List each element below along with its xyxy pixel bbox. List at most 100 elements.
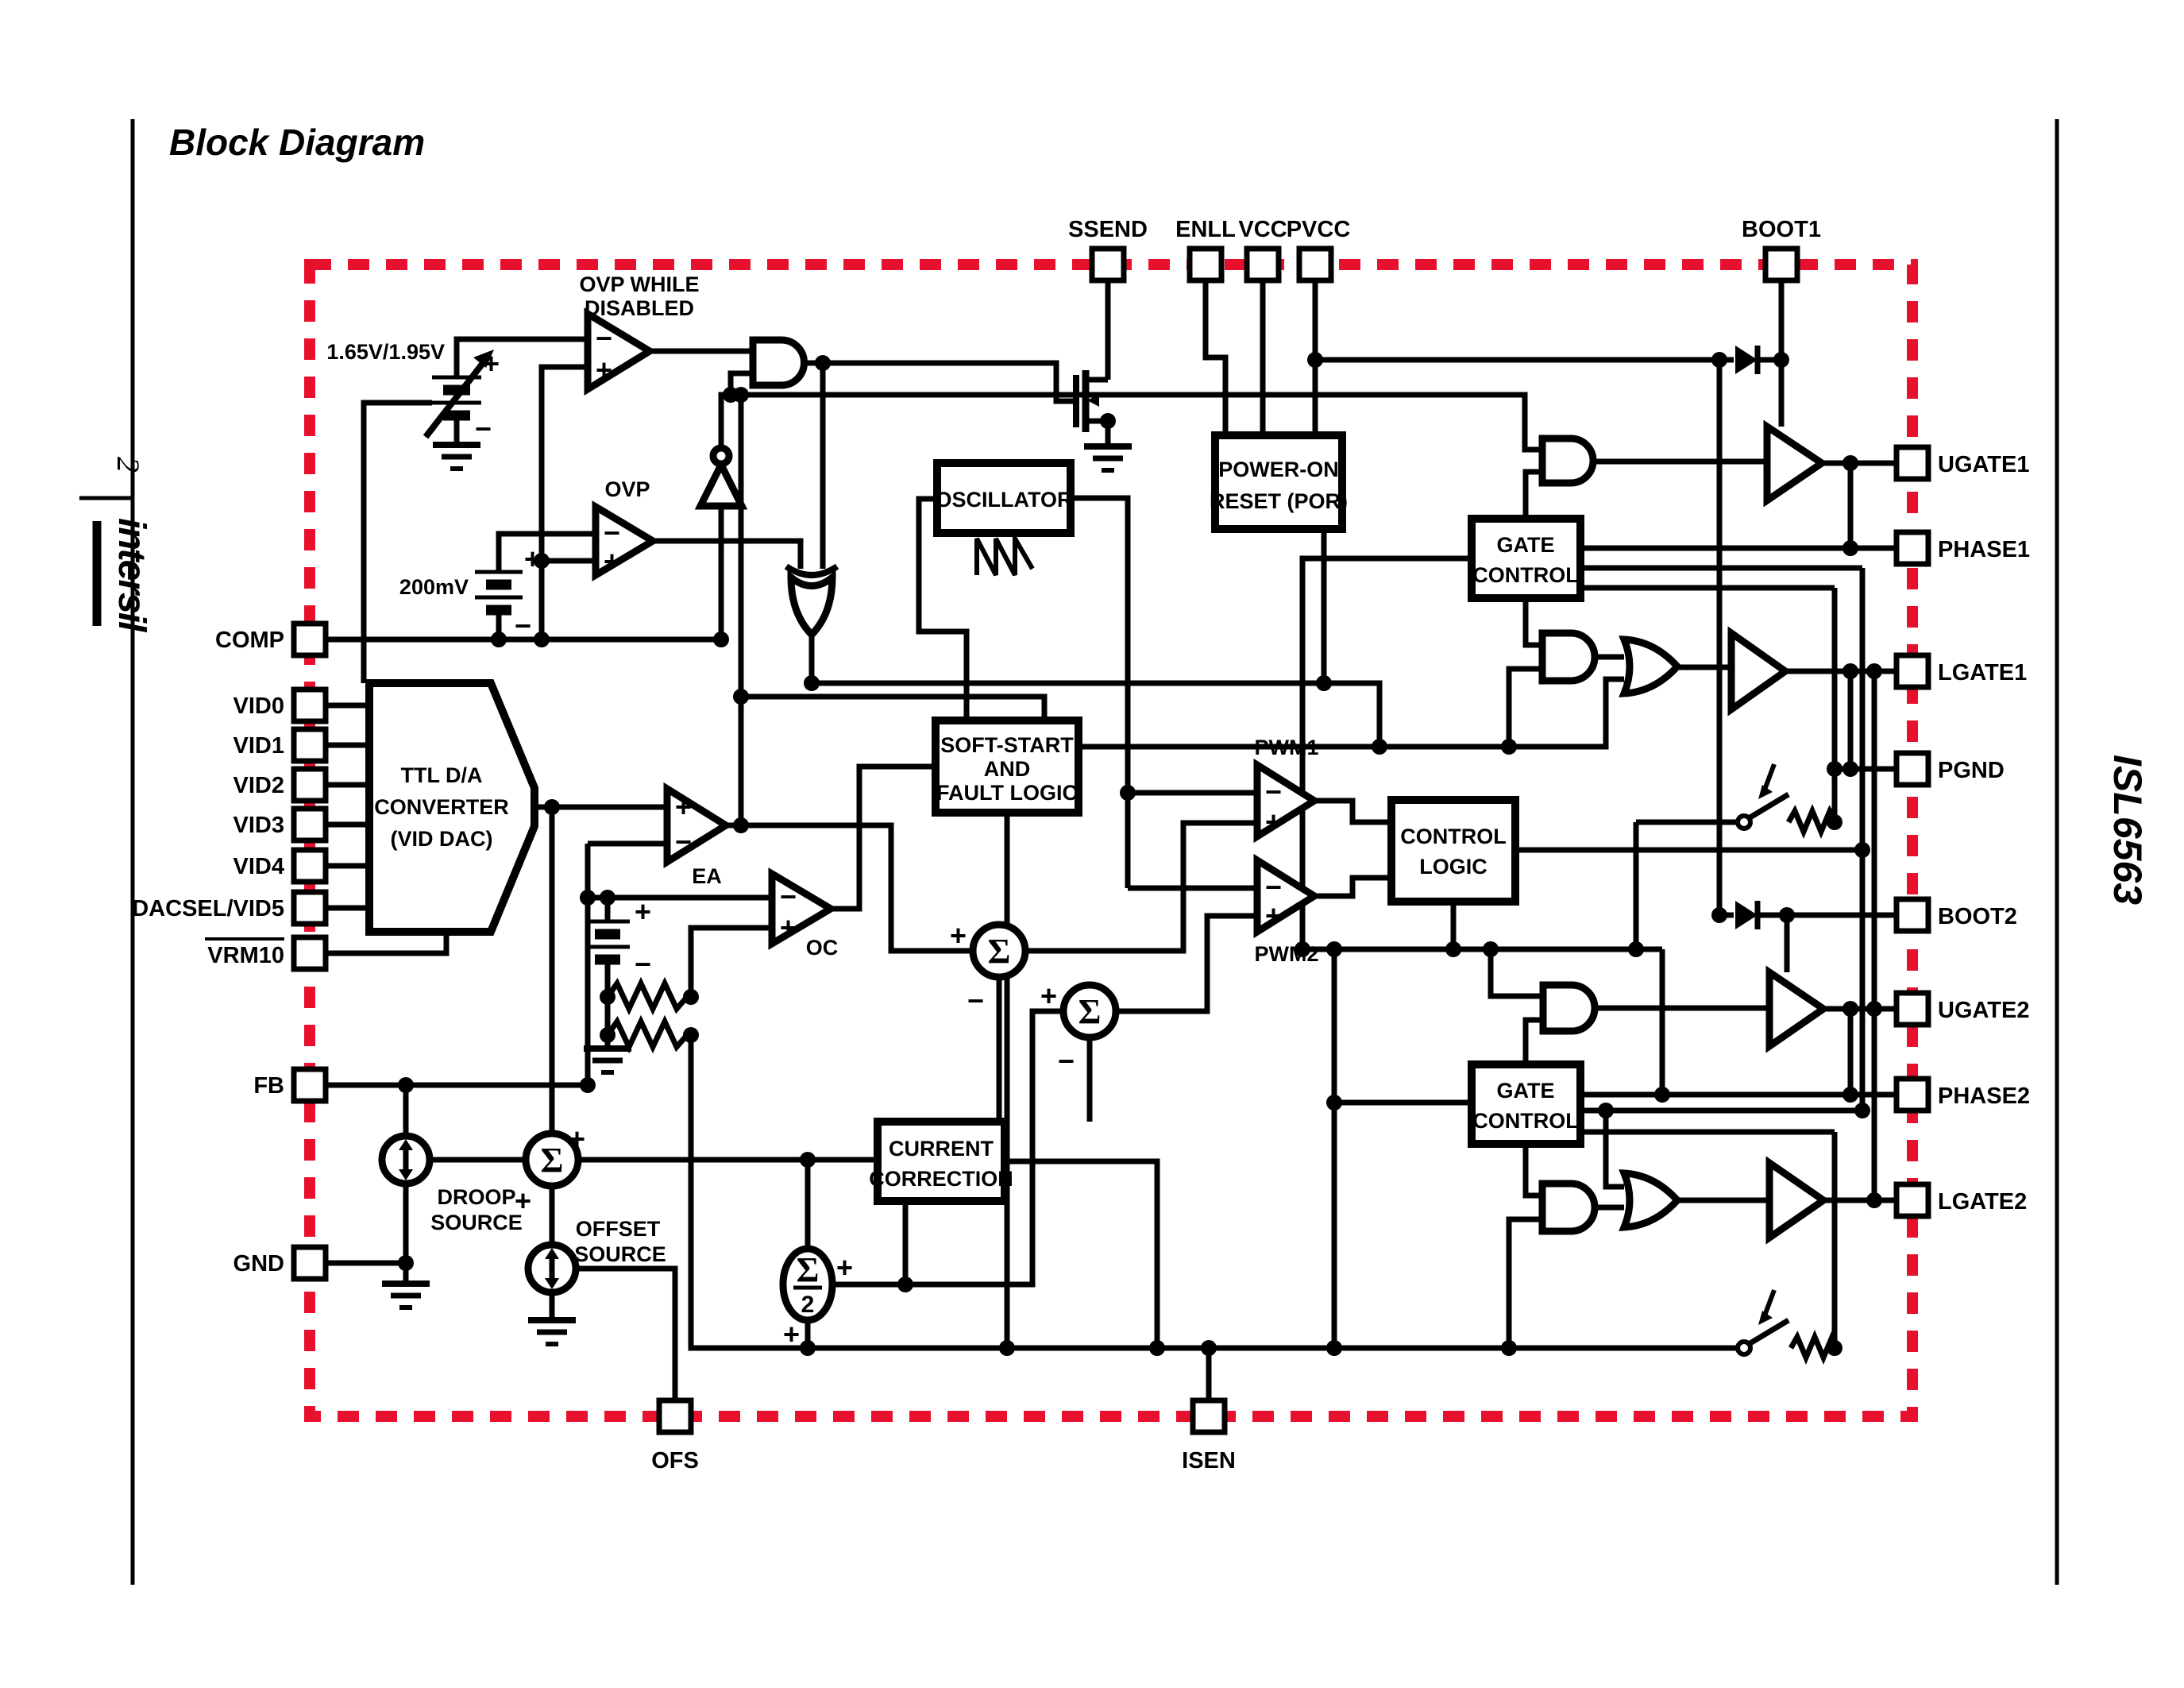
ground-oc-divider [584,1045,631,1075]
pin-enll-label: ENLL [1175,217,1236,242]
svg-text:+: + [604,545,620,577]
pin-vid4-label: VID4 [233,854,284,879]
driver-ugate1 [1763,419,1829,508]
svg-text:OSCILLATOR: OSCILLATOR [936,488,1073,512]
svg-text:+: + [1040,979,1057,1012]
svg-text:CURRENT: CURRENT [889,1137,994,1161]
switch-phase1 [1735,763,1790,831]
pin-vid3-label: VID3 [233,813,284,838]
block-gate-control-2: GATE CONTROL [1468,1060,1584,1148]
pins [291,245,1931,1435]
and-gate-ugate2 [1539,981,1599,1035]
svg-text:Σ: Σ [541,1141,564,1180]
pin-vid1 [291,726,329,764]
summer-droop: Σ + + [515,1122,585,1217]
diode-boot2 [1735,901,1761,929]
pin-lgate2-label: LGATE2 [1938,1189,2027,1215]
svg-text:+: + [483,347,500,380]
svg-text:−: − [1265,775,1282,808]
inverter-gate [694,444,748,510]
block-control-logic: CONTROL LOGIC [1387,796,1519,906]
comparator-ovp-while-disabled: − + OVP WHILE DISABLED [579,272,700,396]
svg-text:SOFT-START: SOFT-START [940,733,1074,757]
pin-pgnd-label: PGND [1938,758,2005,783]
svg-text:FAULT LOGIC: FAULT LOGIC [936,781,1078,805]
pin-phase1 [1893,529,1931,567]
comparator-ovp: − + OVP [592,477,660,581]
svg-text:Σ: Σ [988,932,1011,971]
pin-ugate2-label: UGATE2 [1938,998,2029,1023]
wires [325,280,1897,1400]
svg-text:(VID DAC): (VID DAC) [391,827,493,851]
svg-text:−: − [967,984,984,1017]
ground-ssend [1084,443,1132,473]
pin-vcc [1244,245,1282,284]
pin-vrm10 [291,934,329,972]
svg-text:−: − [1058,1045,1075,1077]
pin-boot2 [1893,896,1931,934]
pin-ssend [1089,245,1127,284]
pin-vcc-label: VCC [1238,217,1287,242]
svg-text:OVP: OVP [604,477,650,501]
svg-text:CONVERTER: CONVERTER [374,795,509,819]
pin-vid4 [291,847,329,885]
pin-gnd [291,1244,329,1282]
pin-isen [1190,1397,1228,1435]
pin-phase2-label: PHASE2 [1938,1083,2030,1109]
switch-arrow-head [1758,785,1773,799]
svg-text:SOURCE: SOURCE [430,1211,523,1234]
intersil-logo-text: intersil [110,518,152,633]
svg-text:TTL D/A: TTL D/A [401,763,483,787]
block-vid-dac: TTL D/A CONVERTER (VID DAC) [365,679,538,936]
pin-ofs [656,1397,694,1435]
block-softstart-fault: SOFT-START AND FAULT LOGIC [932,717,1082,817]
pin-comp-label: COMP [215,628,284,653]
svg-text:+: + [1265,805,1282,838]
or-gate-lgate1 [1619,635,1683,697]
pin-pvcc-label: PVCC [1287,217,1351,242]
svg-text:EA: EA [692,864,722,888]
svg-text:−: − [475,412,492,445]
svg-text:2: 2 [801,1292,815,1318]
summer-1: Σ + − [950,919,1029,1017]
pin-vid2 [291,766,329,804]
svg-text:+: + [836,1251,853,1284]
svg-text:+: + [596,353,612,386]
page-title: Block Diagram [169,122,425,163]
summer-half: Σ 2 + + [779,1245,853,1350]
pin-vid0-label: VID0 [233,693,284,719]
pin-boot1-label: BOOT1 [1742,217,1821,242]
diode-boot1 [1735,346,1761,374]
and-gate-ugate1 [1538,435,1597,487]
block-gate-control-1: GATE CONTROL [1468,515,1584,602]
resistor-droop-2 [605,1014,691,1054]
pin-lgate1 [1893,652,1931,690]
svg-text:AND: AND [984,757,1031,781]
switch-phase2 [1735,1288,1790,1357]
pin-comp [291,620,329,659]
pin-boot1 [1762,245,1800,284]
svg-text:+: + [569,1122,585,1155]
svg-text:OVP WHILE: OVP WHILE [579,272,699,296]
pin-pgnd [1893,750,1931,788]
svg-text:−: − [1265,871,1282,903]
svg-text:+: + [635,895,651,928]
svg-text:RESET (POR): RESET (POR) [1210,489,1348,513]
svg-text:CORRECTION: CORRECTION [869,1167,1013,1191]
svg-text:−: − [635,948,651,980]
comparator-oc: − + OC [768,867,838,960]
block-oscillator: OSCILLATOR [933,459,1075,577]
svg-text:PWM1: PWM1 [1255,736,1319,759]
pin-gnd-label: GND [233,1251,284,1277]
svg-text:CONTROL: CONTROL [1472,1109,1578,1133]
svg-text:Σ: Σ [1078,992,1102,1031]
svg-text:+: + [675,790,692,823]
pin-phase1-label: PHASE1 [1938,537,2030,562]
block-current-correction: CURRENT CORRECTION [869,1118,1013,1205]
dac-ref-value: 1.65V/1.95V [326,340,445,364]
svg-text:LOGIC: LOGIC [1419,855,1488,879]
or-gate-lgate2 [1619,1169,1683,1231]
offset-source: OFFSET SOURCE [524,1217,666,1296]
and-gate-ovp [749,336,808,389]
pin-ofs-label: OFS [651,1448,699,1474]
